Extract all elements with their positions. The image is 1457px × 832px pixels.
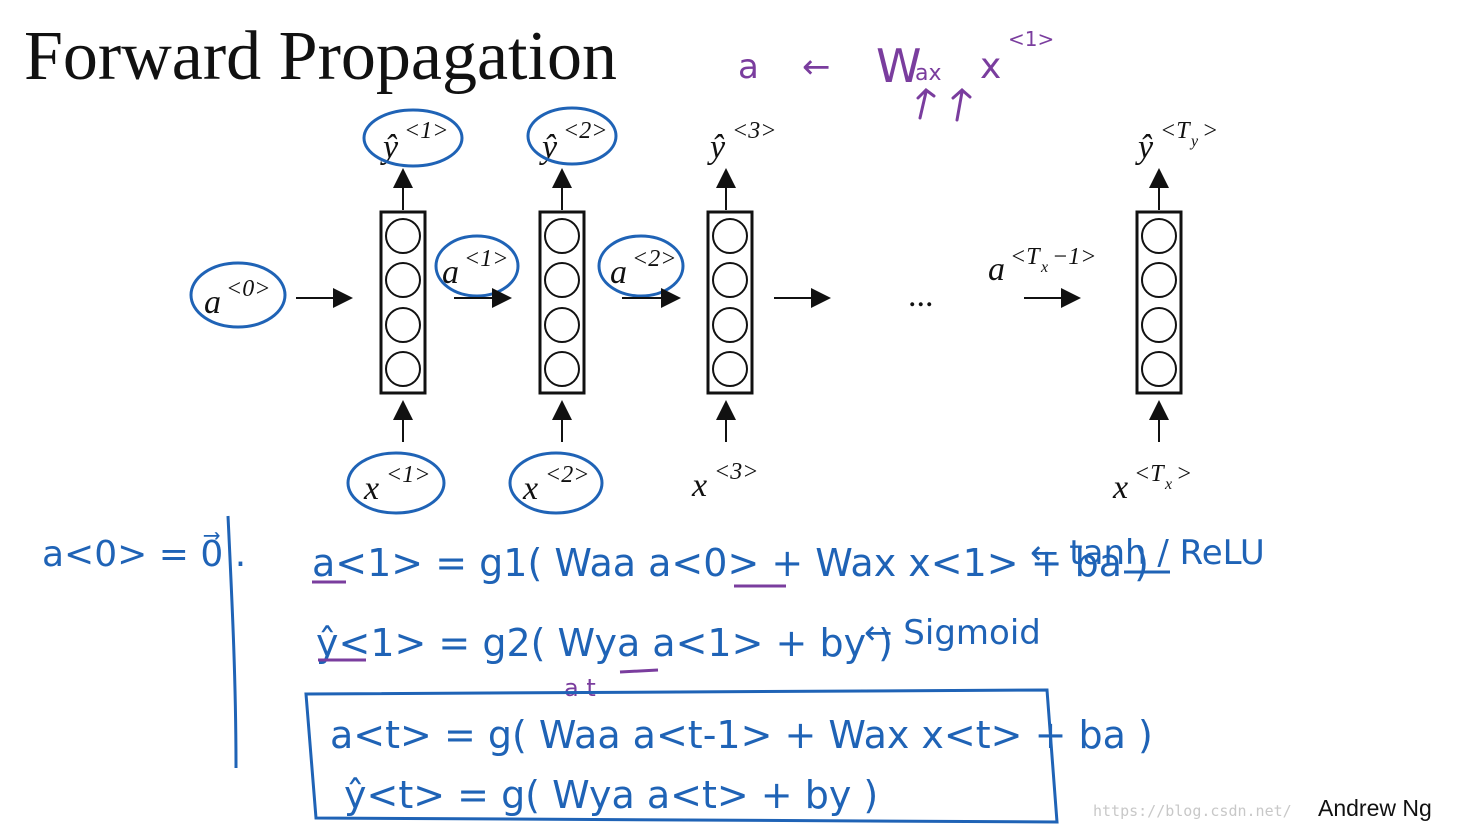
ellipsis: ... <box>908 277 934 314</box>
cell-2-unit-3 <box>544 307 580 343</box>
yT-sup-pre: <T <box>1160 118 1191 144</box>
cell-2-unit-1 <box>544 218 580 254</box>
y2-sup: <2> <box>563 118 607 144</box>
note-init: a<0> = 0⃗ . <box>42 531 246 575</box>
cell-3-unit-1 <box>712 218 748 254</box>
rnn-cell-3: ŷ <3> x <3> <box>691 118 831 504</box>
y1-sup: <1> <box>404 118 448 144</box>
cell-last-unit-1 <box>1141 218 1177 254</box>
cell-1-unit-1 <box>385 218 421 254</box>
author-credit: Andrew Ng <box>1318 795 1432 821</box>
a2-base: a <box>610 254 627 291</box>
boxed-general-equations <box>304 688 1059 824</box>
cell-3-unit-3 <box>712 307 748 343</box>
cell-3-box <box>706 210 754 395</box>
xT-sup-post: > <box>1176 461 1192 487</box>
aT-sup-post: −1> <box>1052 244 1096 270</box>
note-eq3: a<t> = g( Waa a<t-1> + Wax x<t> + ba ) <box>330 713 1153 757</box>
y2-circle-annotation <box>526 106 618 166</box>
y3-sup: <3> <box>732 118 776 144</box>
rnn-cell-1: ŷ <1> x <1> a <1> <box>346 108 520 515</box>
yT-sup-post: > <box>1202 118 1218 144</box>
slide-title: Forward Propagation <box>24 18 617 95</box>
note-eq1-hint: ← tanh / ReLU <box>1030 533 1265 573</box>
y1-base: ŷ <box>380 129 399 166</box>
note-divider <box>226 515 238 769</box>
a0-sup: <0> <box>226 276 270 302</box>
x1-sup: <1> <box>386 462 430 488</box>
note-eq1: a<1> = g1( Waa a<0> + Wax x<1> + ba ) <box>312 541 1149 585</box>
cell-1-unit-2 <box>385 262 421 298</box>
cell-last-unit-4 <box>1141 351 1177 387</box>
top-note-arrows <box>916 88 972 122</box>
watermark: https://blog.csdn.net/ <box>1093 802 1292 820</box>
xT-sup-sub: x <box>1164 476 1172 493</box>
a2-sup: <2> <box>632 246 676 272</box>
rnn-cell-last: ŷ <T y > x <T x > <box>1112 118 1218 506</box>
top-note-x-sup: <1> <box>1008 27 1054 51</box>
initial-activation: a <0> <box>189 261 353 329</box>
yT-base: ŷ <box>1135 129 1154 166</box>
top-note-a: a <box>738 47 759 87</box>
cell-1-unit-3 <box>385 307 421 343</box>
x1-circle-annotation <box>346 451 446 515</box>
top-note: a ← W ax x <1> <box>738 27 1054 122</box>
cell-2-box <box>538 210 586 395</box>
note-eq2-under: a t <box>564 674 596 702</box>
x3-sup: <3> <box>714 459 758 485</box>
cell-3-unit-4 <box>712 351 748 387</box>
a1-sup: <1> <box>464 246 508 272</box>
aT-sup-pre: <T <box>1010 244 1041 270</box>
top-note-x: x <box>980 46 1001 87</box>
xT-base: x <box>1112 469 1128 506</box>
top-note-w-sub: ax <box>915 61 942 86</box>
a0-circle-annotation <box>189 261 287 329</box>
a2-circle-annotation <box>597 234 685 298</box>
x2-sup: <2> <box>545 462 589 488</box>
cell-1-unit-4 <box>385 351 421 387</box>
cell-last-unit-3 <box>1141 307 1177 343</box>
a1-base: a <box>442 254 459 291</box>
eq2-underline-a <box>619 668 659 674</box>
note-eq2-hint: ← Sigmoid <box>864 613 1041 653</box>
a1-circle-annotation <box>434 234 520 298</box>
y1-circle-annotation <box>362 108 464 168</box>
xT-sup-pre: <T <box>1134 461 1165 487</box>
rnn-cell-2: ŷ <2> x <2> a <2> <box>508 106 685 515</box>
cell-last-box <box>1135 210 1183 395</box>
note-eq2: ŷ<1> = g2( Wya a<1> + by ) <box>316 621 893 665</box>
cell-3-unit-2 <box>712 262 748 298</box>
cell-1-box <box>379 210 427 395</box>
top-note-w: W <box>876 39 921 93</box>
handwritten-notes: a<0> = 0⃗ . a<1> = g1( Waa a<0> + Wax x<… <box>42 515 1265 824</box>
cell-last-unit-2 <box>1141 262 1177 298</box>
x2-circle-annotation <box>508 451 604 515</box>
last-activation: a <T x −1> <box>988 244 1096 308</box>
note-eq4: ŷ<t> = g( Wya a<t> + by ) <box>344 773 878 817</box>
cell-2-unit-4 <box>544 351 580 387</box>
top-note-arrow: ← <box>802 47 831 87</box>
yT-sup-sub: y <box>1189 133 1199 150</box>
x1-base: x <box>363 470 379 507</box>
aT-sup-sub: x <box>1040 259 1048 276</box>
a0-base: a <box>204 284 221 321</box>
y3-base: ŷ <box>707 129 726 166</box>
aT-base: a <box>988 251 1005 288</box>
cell-2-unit-2 <box>544 262 580 298</box>
x2-base: x <box>522 470 538 507</box>
x3-base: x <box>691 467 707 504</box>
